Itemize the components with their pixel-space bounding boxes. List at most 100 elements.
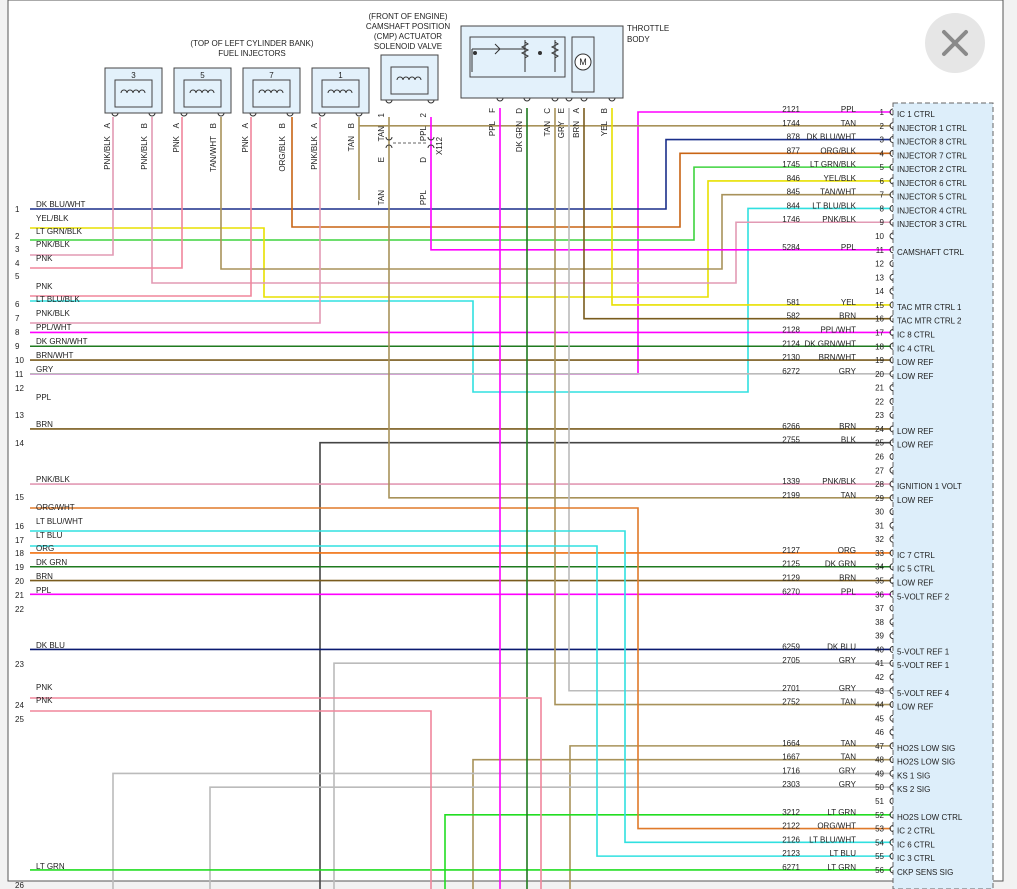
left-wire-label: DK BLU (36, 641, 65, 650)
ecm-circuit-number: 846 (787, 174, 801, 183)
ecm-pin-number: 26 (875, 453, 884, 462)
wire-tan-47 (569, 745, 891, 889)
ecm-connector (892, 102, 994, 889)
ecm-pin-number: 21 (875, 384, 884, 393)
wire-gry-49 (112, 772, 891, 889)
ecm-pin-number: 2 (880, 122, 885, 131)
ecm-pin-function: LOW REF (897, 427, 934, 436)
left-wire-label: LT BLU (36, 531, 63, 540)
tps-frame (469, 36, 566, 78)
ecm-pin-function: IC 6 CTRL (897, 840, 935, 849)
wire-pnk-25 (30, 710, 432, 889)
ecm-terminal (889, 577, 894, 585)
wire-ppl-cam (430, 117, 891, 251)
cmp-title: (FRONT OF ENGINE) (369, 12, 448, 21)
left-wire-label: LT GRN (36, 862, 65, 871)
injector-pin-wire: PNK (172, 135, 181, 152)
left-connector-pin: 10 (15, 356, 24, 365)
cmp-mate-wire: PPL (419, 189, 428, 205)
left-wire-label: BRN (36, 572, 53, 581)
ecm-wire-color: YEL (841, 298, 857, 307)
ecm-terminal (889, 136, 894, 144)
ecm-wire-color: BRN (839, 422, 856, 431)
injector-pin-wire: PNK/BLK (140, 135, 149, 169)
motor-symbol (574, 53, 592, 71)
ecm-pin-number: 46 (875, 728, 884, 737)
ecm-terminal (889, 342, 894, 350)
left-wire-label: PNK/BLK (36, 309, 70, 318)
wire-yel-blk (30, 180, 891, 298)
ecm-wire-color: GRY (839, 766, 857, 775)
ecm-pin-number: 3 (880, 136, 885, 145)
cmp-pin-wire: TAN (377, 126, 386, 142)
ecm-pin-number: 29 (875, 494, 884, 503)
junction-dot (473, 51, 477, 55)
left-wire-label: LT GRN/BLK (36, 227, 83, 236)
ecm-terminal (889, 411, 894, 419)
ecm-wire-color: LT BLU (830, 849, 857, 858)
ecm-terminal (889, 108, 894, 116)
ecm-terminal (889, 797, 894, 805)
ecm-terminal (889, 521, 894, 529)
pin-terminal (355, 112, 363, 117)
injector-pin-wire: PNK (241, 135, 250, 152)
ecm-circuit-number: 1746 (782, 215, 800, 224)
ecm-circuit-number: 878 (787, 133, 801, 142)
ecm-pin-function: INJECTOR 1 CTRL (897, 124, 967, 133)
injector-coil-frame (183, 79, 222, 108)
ecm-terminal (889, 260, 894, 268)
left-connector-pin: 16 (15, 522, 24, 531)
ecm-pin-number: 45 (875, 714, 884, 723)
injector-pin-letter: A (241, 122, 250, 128)
ecm-wire-color: GRY (839, 780, 857, 789)
wire-pnk-blk (151, 117, 891, 284)
ecm-wire-color: GRY (839, 656, 857, 665)
left-wire-label: PPL/WHT (36, 323, 72, 332)
ecm-pin-number: 9 (880, 218, 885, 227)
throttle-pin-letter: E (557, 108, 566, 113)
close-button[interactable] (925, 13, 985, 73)
left-connector-pin: 19 (15, 563, 24, 572)
pin-terminal (180, 112, 188, 117)
ecm-pin-function: KS 2 SIG (897, 785, 930, 794)
cmp-title-line3: (CMP) ACTUATOR (374, 32, 442, 41)
ecm-wire-color: BRN/WHT (819, 353, 856, 362)
ecm-pin-number: 34 (875, 563, 884, 572)
ecm-pin-function: IC 2 CTRL (897, 827, 935, 836)
ecm-pin-number: 55 (875, 852, 884, 861)
injector-pin-letter: B (278, 123, 287, 128)
ecm-wire-color: TAN/WHT (820, 188, 856, 197)
ecm-terminal (889, 632, 894, 640)
wire-org-blk (291, 117, 891, 228)
ecm-terminal (889, 232, 894, 240)
left-connector-pin: 13 (15, 411, 24, 420)
throttle-pin-letter: F (488, 108, 497, 113)
ecm-terminal (889, 714, 894, 722)
ecm-terminal (889, 246, 894, 254)
ecm-pin-number: 14 (875, 287, 884, 296)
ecm-terminal (889, 149, 894, 157)
ecm-terminal (889, 494, 894, 502)
junction-dot (538, 51, 542, 55)
injector-number: 5 (200, 71, 205, 80)
ecm-pin-number: 51 (875, 797, 884, 806)
ecm-wire-color: DK BLU/WHT (807, 133, 856, 142)
ecm-wire-color: PPL (841, 105, 857, 114)
ecm-terminal (889, 604, 894, 612)
ecm-pin-function: HO2S LOW SIG (897, 744, 955, 753)
ecm-wire-color: DK BLU (827, 642, 856, 651)
ecm-pin-number: 48 (875, 756, 884, 765)
ecm-circuit-number: 2123 (782, 849, 800, 858)
cmp-mate-wire: TAN (377, 190, 386, 206)
ecm-pin-number: 17 (875, 328, 884, 337)
ecm-circuit-number: 2121 (782, 105, 800, 114)
injector-coil-frame (321, 79, 360, 108)
wire-tan-cmp (388, 117, 891, 499)
ecm-circuit-number: 581 (787, 298, 801, 307)
left-connector-pin: 14 (15, 439, 24, 448)
left-wire-label: PNK/BLK (36, 475, 70, 484)
injector-pin-letter: A (310, 122, 319, 128)
left-wire-label: LT BLU/BLK (36, 295, 80, 304)
pin-terminal (148, 112, 156, 117)
